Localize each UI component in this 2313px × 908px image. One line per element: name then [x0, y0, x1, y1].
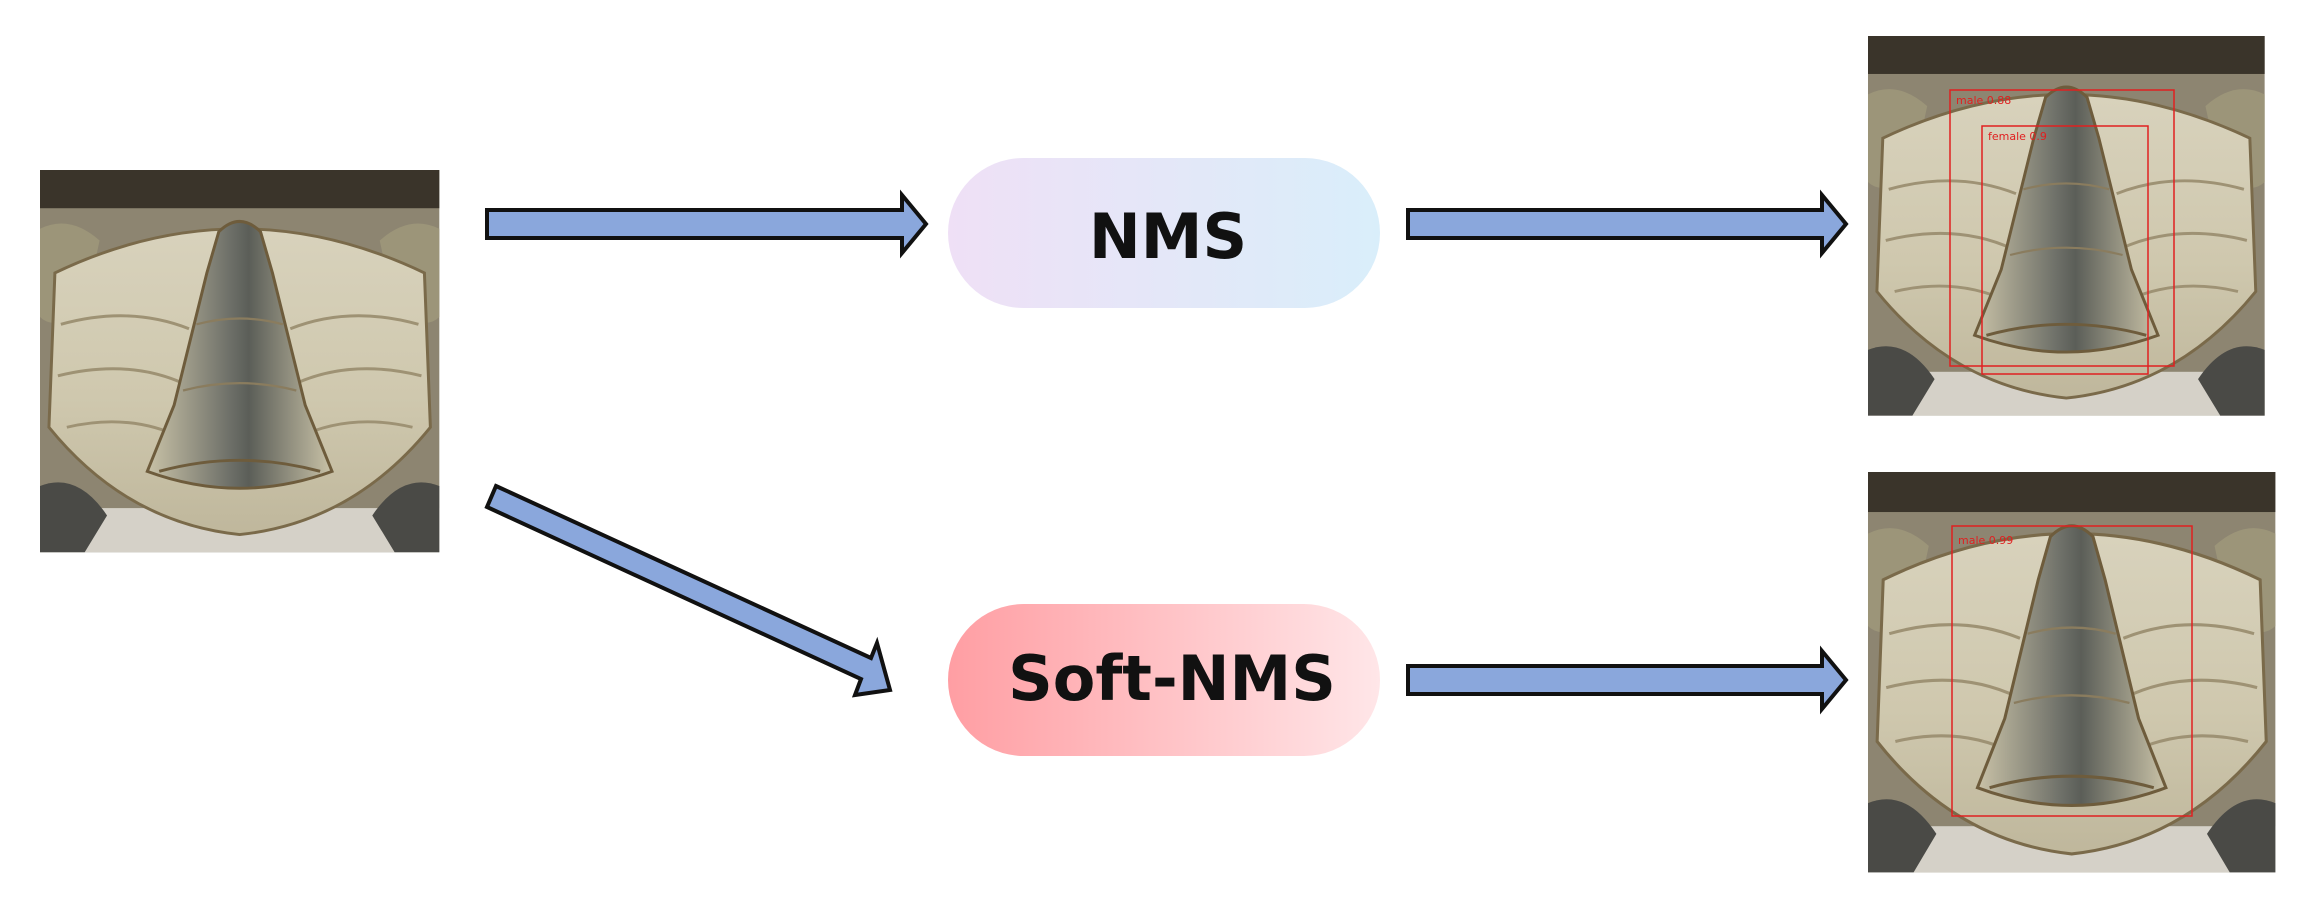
nms-label: NMS — [1089, 200, 1247, 273]
nms-output-image: male 0.88 female 0.9 — [1866, 34, 2267, 418]
arrow-soft-nms-to-output — [1406, 645, 1849, 715]
detection-label-male-soft: male 0.99 — [1958, 534, 2013, 547]
nms-node: NMS — [948, 158, 1380, 308]
detection-box-female — [1981, 125, 2149, 375]
detection-label-female: female 0.9 — [1988, 130, 2047, 143]
arrow-input-to-nms — [485, 189, 929, 259]
arrow-input-to-soft-nms — [484, 483, 893, 698]
input-crab-image — [38, 168, 441, 554]
arrow-nms-to-output — [1406, 189, 1849, 259]
soft-nms-output-image: male 0.99 — [1866, 470, 2277, 874]
soft-nms-node: Soft-NMS — [948, 604, 1380, 756]
detection-box-male-soft — [1951, 525, 2193, 817]
soft-nms-label: Soft-NMS — [1008, 642, 1336, 715]
detection-box-male — [1949, 89, 2175, 367]
detection-label-male: male 0.88 — [1956, 94, 2011, 107]
